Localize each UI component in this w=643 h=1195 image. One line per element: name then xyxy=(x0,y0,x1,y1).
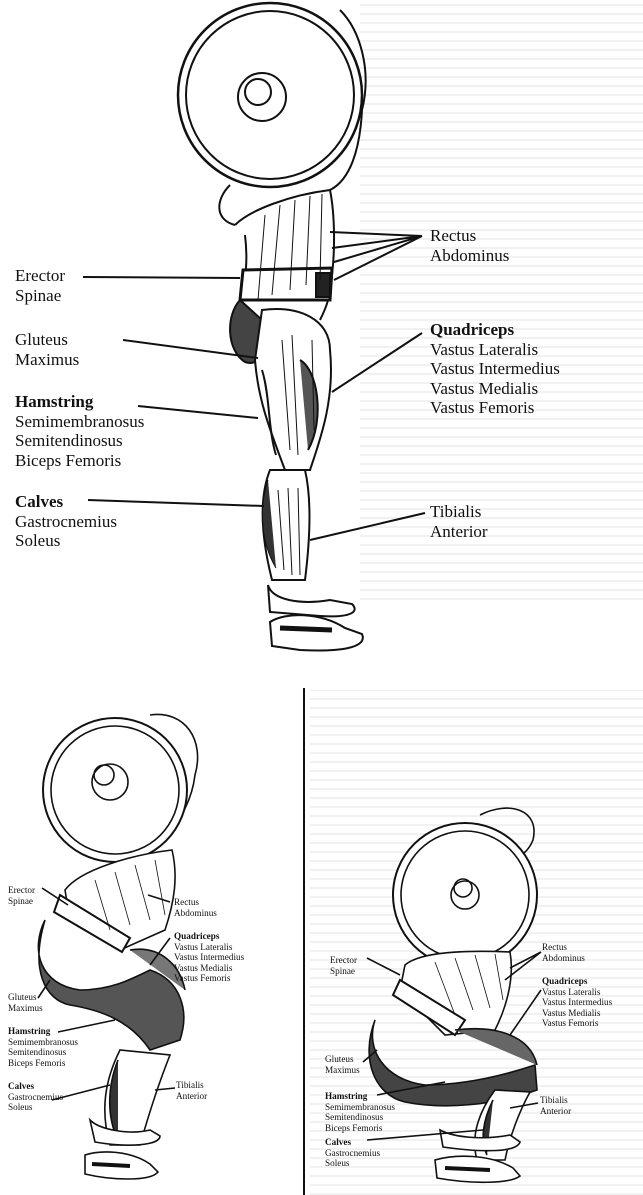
label-hamstring: Hamstring Semimembranosus Semitendinosus… xyxy=(8,1026,78,1068)
label-calves: Calves Gastrocnemius Soleus xyxy=(325,1137,380,1169)
label-hamstring: Hamstring Semimembranosus Semitendinosus… xyxy=(15,392,144,470)
label-erector-spinae: Erector Spinae xyxy=(330,955,357,976)
label-tibialis-anterior: Tibialis Anterior xyxy=(176,1080,207,1101)
label-calves: Calves Gastrocnemius Soleus xyxy=(15,492,117,551)
label-tibialis-anterior: Tibialis Anterior xyxy=(540,1095,571,1116)
label-hamstring: Hamstring Semimembranosus Semitendinosus… xyxy=(325,1091,395,1133)
label-gluteus-maximus: Gluteus Maximus xyxy=(15,330,79,369)
half-squat-diagram: Erector Spinae Rectus Abdominus Quadrice… xyxy=(0,690,303,1195)
label-erector-spinae: Erector Spinae xyxy=(8,885,35,906)
label-quadriceps: Quadriceps Vastus Lateralis Vastus Inter… xyxy=(174,931,244,984)
label-gluteus-maximus: Gluteus Maximus xyxy=(8,992,43,1013)
label-erector-spinae: Erector Spinae xyxy=(15,266,65,305)
full-squat-diagram: Rectus Abdominus Erector Spinae Quadrice… xyxy=(305,690,643,1195)
label-rectus-abdominus: Rectus Abdominus xyxy=(430,226,509,265)
label-quadriceps: Quadriceps Vastus Lateralis Vastus Inter… xyxy=(430,320,560,418)
label-quadriceps: Quadriceps Vastus Lateralis Vastus Inter… xyxy=(542,976,612,1029)
label-calves: Calves Gastrocnemius Soleus xyxy=(8,1081,63,1113)
half-squat-figure-illustration xyxy=(0,690,303,1195)
label-rectus-abdominus: Rectus Abdominus xyxy=(174,897,217,918)
label-tibialis-anterior: Tibialis Anterior xyxy=(430,502,488,541)
label-gluteus-maximus: Gluteus Maximus xyxy=(325,1054,360,1075)
label-rectus-abdominus: Rectus Abdominus xyxy=(542,942,585,963)
standing-squat-diagram: Erector Spinae Gluteus Maximus Hamstring… xyxy=(0,0,643,665)
